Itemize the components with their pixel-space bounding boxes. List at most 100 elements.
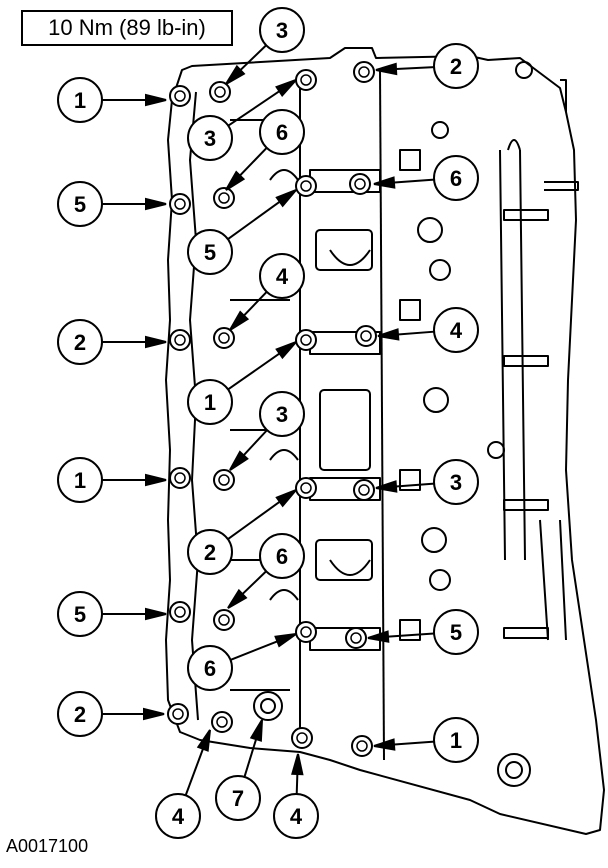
callout-circle — [259, 7, 305, 53]
leader-arrowhead — [227, 588, 248, 609]
leader-arrowhead — [375, 62, 398, 76]
callout-5: 5 — [433, 609, 479, 655]
bolt-head — [169, 85, 191, 107]
leader-arrowhead — [275, 79, 297, 97]
callout-circle — [215, 775, 261, 821]
callout-number: 4 — [450, 318, 463, 343]
callout-6: 6 — [259, 109, 305, 155]
callout-circle — [57, 77, 103, 123]
callout-6: 6 — [259, 533, 305, 579]
leader-arrowhead — [249, 719, 263, 742]
leader-arrowhead — [275, 341, 297, 360]
leader-line — [227, 84, 289, 127]
bolt-head — [353, 61, 375, 83]
bolt-head — [295, 175, 317, 197]
leader-arrowhead — [375, 480, 398, 493]
callout-number: 3 — [204, 126, 216, 151]
callout-number: 4 — [172, 804, 185, 829]
leader-arrowhead — [225, 64, 246, 85]
leader-arrowhead — [367, 630, 390, 643]
bolt-head — [169, 329, 191, 351]
callout-circle — [433, 307, 479, 353]
bolt-head — [355, 325, 377, 347]
callout-5: 5 — [57, 181, 103, 227]
callout-circle — [187, 229, 233, 275]
callout-2: 2 — [433, 43, 479, 89]
bolt-head — [295, 477, 317, 499]
cylinder-head-outline — [165, 47, 605, 835]
bolt-head — [169, 193, 191, 215]
figure-id: A0017100 — [6, 836, 89, 856]
callout-circle — [433, 43, 479, 89]
bolt-head — [295, 329, 317, 351]
callout-number: 6 — [276, 544, 288, 569]
leader-arrowhead — [275, 189, 297, 208]
callout-circle — [155, 793, 201, 839]
bolt-head — [349, 173, 371, 195]
callout-circle — [259, 391, 305, 437]
bolt-heads — [167, 61, 377, 757]
leader-arrowhead — [229, 450, 249, 471]
callout-number: 4 — [290, 804, 303, 829]
torque-spec-label: 10 Nm (89 lb-in) — [21, 10, 233, 46]
callout-5: 5 — [187, 229, 233, 275]
callout-4: 4 — [273, 793, 319, 839]
leader-lines — [102, 44, 435, 796]
callout-circle — [433, 459, 479, 505]
callout-number: 2 — [74, 330, 86, 355]
bolt-head — [169, 601, 191, 623]
leader-arrowhead — [145, 93, 167, 107]
callout-number: 5 — [450, 620, 462, 645]
callout-number: 3 — [450, 470, 462, 495]
bolt-head — [351, 735, 373, 757]
callout-number: 2 — [204, 540, 216, 565]
callout-circle — [57, 181, 103, 227]
callout-1: 1 — [187, 379, 233, 425]
callout-7: 7 — [215, 775, 261, 821]
callout-circle — [187, 645, 233, 691]
leader-arrowhead — [145, 197, 167, 211]
callout-3: 3 — [259, 7, 305, 53]
leader-arrowhead — [225, 170, 246, 191]
callout-3: 3 — [433, 459, 479, 505]
callout-4: 4 — [259, 253, 305, 299]
callout-number: 7 — [232, 786, 244, 811]
leader-arrowhead — [275, 489, 297, 508]
callout-number: 2 — [74, 702, 86, 727]
leader-line — [227, 346, 289, 391]
callout-number: 6 — [450, 166, 462, 191]
leader-arrowhead — [229, 310, 250, 331]
bolt-head — [211, 711, 233, 733]
callout-1: 1 — [57, 457, 103, 503]
callout-number: 3 — [276, 18, 288, 43]
callout-number: 2 — [450, 54, 462, 79]
bolt-head — [295, 621, 317, 643]
callout-circle — [259, 253, 305, 299]
leader-line — [227, 495, 289, 540]
leader-arrowhead — [377, 328, 400, 341]
leader-arrowhead — [145, 607, 167, 621]
callout-4: 4 — [433, 307, 479, 353]
leader-arrowhead — [145, 335, 167, 349]
bolt-head — [213, 327, 235, 349]
callout-number: 3 — [276, 402, 288, 427]
callout-circle — [57, 319, 103, 365]
callout-number: 5 — [74, 602, 86, 627]
leader-arrowhead — [373, 738, 396, 751]
callout-circle — [259, 533, 305, 579]
callout-circle — [187, 529, 233, 575]
leader-arrowhead — [274, 633, 297, 648]
callout-4: 4 — [155, 793, 201, 839]
callout-circle — [57, 457, 103, 503]
callout-3: 3 — [187, 115, 233, 161]
callout-number: 4 — [276, 264, 289, 289]
callout-circle — [259, 109, 305, 155]
callout-2: 2 — [57, 691, 103, 737]
callout-number: 1 — [74, 468, 86, 493]
callout-number: 5 — [74, 192, 86, 217]
callout-2: 2 — [57, 319, 103, 365]
bolt-head — [291, 727, 313, 749]
